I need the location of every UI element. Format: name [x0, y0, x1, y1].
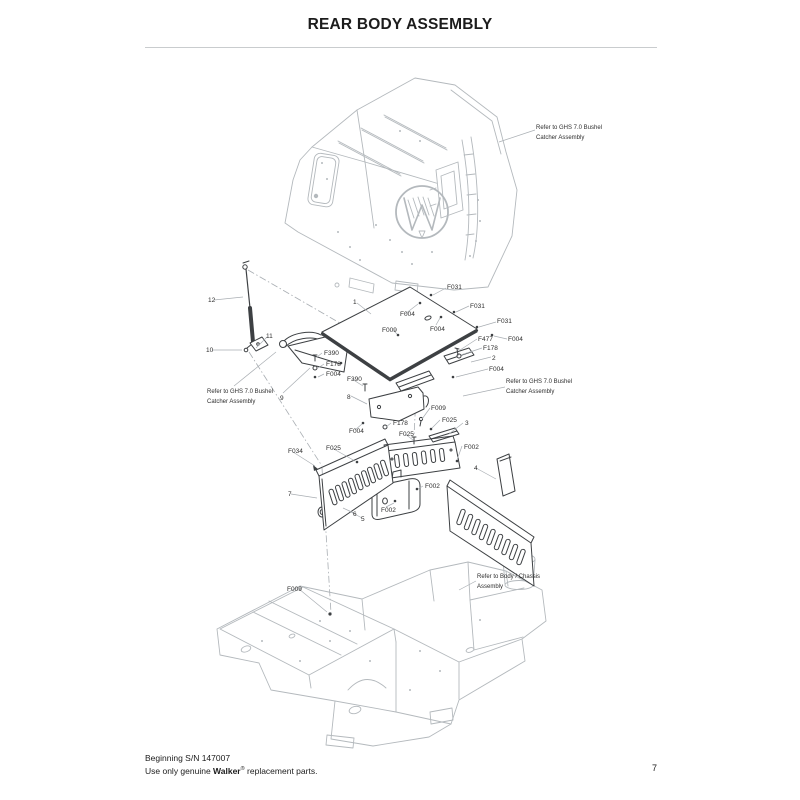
- part-label: F002: [425, 483, 440, 490]
- part-label: F390: [347, 376, 362, 383]
- part-label: F031: [447, 284, 462, 291]
- part-label: 12: [208, 297, 216, 304]
- part-label: 6: [353, 511, 357, 518]
- refer-note: Refer to Body / Chassis Assembly: [477, 574, 541, 590]
- part-label: F477: [478, 336, 493, 343]
- part-label: 5: [361, 516, 365, 523]
- fasteners: [312, 293, 494, 616]
- title-rule: [145, 47, 657, 48]
- part-label: 3: [465, 420, 469, 427]
- part-label: 10: [206, 347, 214, 354]
- part-label: F031: [470, 303, 485, 310]
- registered-mark: ®: [240, 766, 245, 772]
- page-title: REAR BODY ASSEMBLY: [307, 16, 493, 33]
- walker-logo: [395, 185, 449, 239]
- footer-serial: Beginning S/N 147007: [145, 753, 231, 763]
- part-label: F004: [430, 326, 445, 333]
- part-label: F004: [349, 428, 364, 435]
- part-label: F025: [399, 431, 414, 438]
- footer: Beginning S/N 147007 Use only genuine Wa…: [145, 753, 317, 777]
- part-label: 4: [474, 465, 478, 472]
- part-label: 7: [288, 491, 292, 498]
- part-label: F009: [431, 405, 446, 412]
- footer-genuine-parts: Use only genuine Walker® replacement par…: [145, 765, 318, 776]
- part-label: 1: [353, 299, 357, 306]
- part-label: F390: [324, 350, 339, 357]
- part-label: F009: [287, 586, 302, 593]
- part-label: F009: [382, 327, 397, 334]
- refer-note: Refer to GHS 7.0 Bushel Catcher Assembly: [207, 389, 274, 405]
- part-label: F025: [442, 417, 457, 424]
- part-label: F178: [483, 345, 498, 352]
- part-label: F002: [381, 507, 396, 514]
- part-label: 2: [492, 355, 496, 362]
- part-label: 8: [347, 394, 351, 401]
- refer-note: Refer to GHS 7.0 Bushel Catcher Assembly: [536, 125, 603, 141]
- page-number: 7: [651, 763, 657, 773]
- part-label: F034: [288, 448, 303, 455]
- leader-lines: [212, 129, 536, 613]
- catcher-body-art: [284, 77, 518, 294]
- part-label: F004: [508, 336, 523, 343]
- part-label: F178: [326, 361, 341, 368]
- exploded-parts-art: [242, 260, 535, 587]
- refer-note: Refer to GHS 7.0 Bushel Catcher Assembly: [506, 379, 573, 395]
- part-label: F025: [326, 445, 341, 452]
- part-label: 9: [280, 395, 284, 402]
- part-label: 11: [266, 333, 273, 340]
- part-label: F004: [326, 371, 341, 378]
- part-label: F178: [393, 420, 408, 427]
- part-label: F031: [497, 318, 512, 325]
- brand-name: Walker: [213, 765, 241, 776]
- part-label: F004: [400, 311, 415, 318]
- part-label: F004: [489, 366, 504, 373]
- part-label: F002: [464, 444, 479, 451]
